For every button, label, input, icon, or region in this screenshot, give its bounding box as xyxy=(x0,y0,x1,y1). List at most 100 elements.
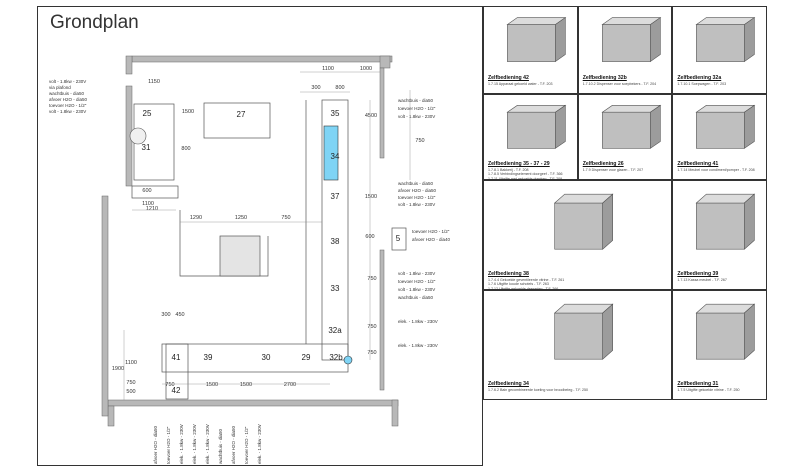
annotation-text: toevoer H2O - 1/2" xyxy=(398,106,436,111)
catalog-description: 1.7.10.1 Soepwagen - T.F. 203 xyxy=(677,82,727,86)
dimension-label: 750 xyxy=(126,380,135,386)
dimension-label: 1150 xyxy=(148,79,160,85)
annotation-text-vertical: elek. - 1.8kw - 230V xyxy=(192,424,197,464)
annotation-text-vertical: elek. - 1.8kw - 230V xyxy=(205,424,210,464)
blue-unit xyxy=(323,125,339,181)
annotation-text: volt - 1.8kw - 230V xyxy=(398,202,435,207)
catalog-description: 1.7.6.2 Bain gecombineerde koeling voor … xyxy=(488,388,589,392)
equipment-icon xyxy=(695,303,756,360)
unit-label-39: 39 xyxy=(204,353,213,362)
annotation-text: wachtbuis - dia50 xyxy=(49,91,85,96)
dimension-label: 1500 xyxy=(240,382,252,388)
annotation-text: wachtbuis - dia50 xyxy=(398,181,434,186)
floorplan-frame xyxy=(37,6,483,466)
annotation-text: wachtbuis - dia50 xyxy=(398,295,434,300)
dimension-label: 1100 xyxy=(322,66,334,72)
dimension-label: 1210 xyxy=(146,206,158,212)
unit-label-32a: 32a xyxy=(328,326,342,335)
page-title: Grondplan xyxy=(50,12,139,33)
annotation-text-vertical: wachtbuis - dia50 xyxy=(218,428,223,464)
annotation-text: toevoer H2O - 1/2" xyxy=(49,103,87,108)
equipment-icon xyxy=(553,303,614,360)
dimension-label: 800 xyxy=(181,146,190,152)
unit-label-30: 30 xyxy=(262,353,271,362)
annotation-text: volt - 1.8kw - 230V xyxy=(398,287,435,292)
dimension-label: 750 xyxy=(367,276,376,282)
unit-label-42: 42 xyxy=(172,386,181,395)
unit-label-33: 33 xyxy=(331,284,340,293)
dimension-label: 1500 xyxy=(206,382,218,388)
catalog-title: Zelfbediening 35 - 37 - 29 xyxy=(488,161,550,167)
catalog-description: 1.7.13 Kassa meubel - T.F. 267 xyxy=(677,278,727,282)
annotation-text: toevoer H2O - 1/2" xyxy=(398,279,436,284)
dimension-label: 1500 xyxy=(182,109,194,115)
catalog-title: Zelfbediening 42 xyxy=(488,75,529,81)
catalog-title: Zelfbediening 38 xyxy=(488,271,529,277)
dimension-label: 1290 xyxy=(190,215,202,221)
equipment-icon xyxy=(695,16,756,63)
dimension-label: 1100 xyxy=(125,360,137,366)
equipment-icon xyxy=(506,104,567,149)
annotation-text: elek. - 1.8kw - 230V xyxy=(398,319,438,324)
unit-label-31: 31 xyxy=(142,143,151,152)
annotation-text: volt - 1.8kw - 230V xyxy=(49,79,86,84)
annotation-text: elek. - 1.8kw - 230V xyxy=(398,343,438,348)
catalog-description: 1.7.14 Meubel voor condiment/pomper - T.… xyxy=(677,168,755,172)
unit-label-38: 38 xyxy=(331,237,340,246)
dimension-label: 1100 xyxy=(142,201,154,207)
dimension-label: 4500 xyxy=(365,113,377,119)
catalog-description: 1.7.4.4 Gekoelde geventileerde vitrine -… xyxy=(488,278,565,290)
annotation-text: afvoer H2O - dia40 xyxy=(412,237,451,242)
catalog-description: 1.7.5 Uitgifte gekoelde vitrine - T.F. 2… xyxy=(677,388,740,392)
annotation-text: toevoer H2O - 1/2" xyxy=(412,229,450,234)
unit-label-25: 25 xyxy=(143,109,152,118)
dimension-label: 300 xyxy=(161,312,170,318)
blue-round xyxy=(343,355,353,365)
catalog-description: 1.7.8.1 Bakkerij - T.F. 208 1.7.8.5 Verb… xyxy=(488,168,563,180)
equipment-icon xyxy=(695,193,756,250)
annotation-text-vertical: elek. - 1.8kw - 230V xyxy=(257,424,262,464)
dimension-label: 1000 xyxy=(360,66,372,72)
catalog-title: Zelfbediening 32b xyxy=(582,75,627,81)
annotation-text: volt - 1.8kw - 230V xyxy=(49,109,86,114)
catalog-title: Zelfbediening 32a xyxy=(677,75,722,81)
annotation-text: afvoer H2O - dia50 xyxy=(398,188,437,193)
dimension-label: 600 xyxy=(142,188,151,194)
unit-label-27: 27 xyxy=(237,110,246,119)
dimension-label: 2700 xyxy=(284,382,296,388)
unit-label-34: 34 xyxy=(331,152,340,161)
catalog-description: 1.7.9 Dispenser voor glazen - T.F. 207 xyxy=(582,168,644,172)
dimension-label: 800 xyxy=(335,85,344,91)
annotation-text: wachtbuis - dia50 xyxy=(398,98,434,103)
dimension-label: 1250 xyxy=(235,215,247,221)
annotation-text-vertical: afvoer H2O - dia50 xyxy=(231,425,236,464)
catalog-title: Zelfbediening 26 xyxy=(582,161,624,167)
annotation-text: via plafond xyxy=(49,85,71,90)
counters xyxy=(131,99,407,400)
annotation-text: afvoer H2O - dia50 xyxy=(49,97,88,102)
annotation-text: volt - 1.8kw - 230V xyxy=(398,114,435,119)
dimension-label: 750 xyxy=(415,138,424,144)
equipment-icon xyxy=(506,16,567,63)
dimension-label: 1500 xyxy=(365,194,377,200)
catalog-title: Zelfbediening 41 xyxy=(677,161,719,167)
annotation-text-vertical: toevoer H2O - 1/2" xyxy=(166,426,171,464)
dimension-label: 750 xyxy=(367,324,376,330)
dimension-label: 500 xyxy=(126,389,135,395)
unit-label-35: 35 xyxy=(331,109,340,118)
annotation-text-vertical: afvoer H2O - dia50 xyxy=(153,425,158,464)
annotation-text: volt - 1.8kw - 230V xyxy=(398,271,435,276)
catalog-description: 1.7.15 Apparaat gekoeld water - T.F. 203 xyxy=(488,82,553,86)
